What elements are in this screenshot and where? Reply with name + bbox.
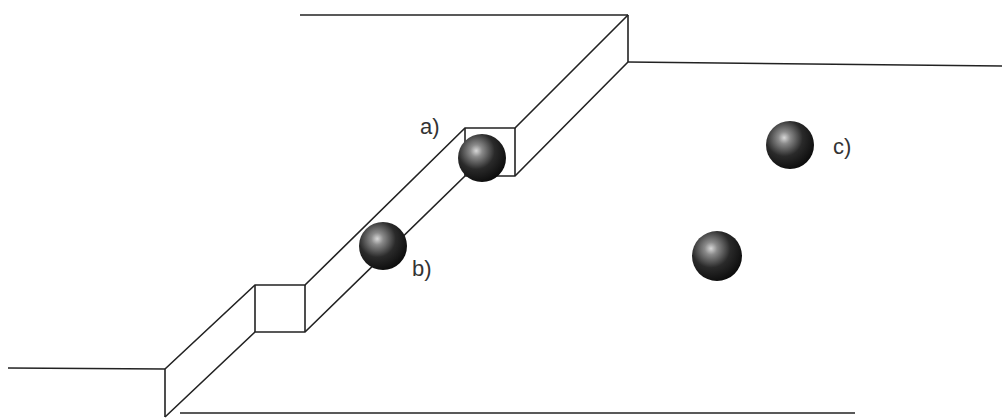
callout-label: b) bbox=[412, 258, 432, 280]
terrace-edge bbox=[8, 368, 165, 369]
step-edge bbox=[627, 15, 629, 62]
step-edge bbox=[164, 369, 166, 417]
step-edge bbox=[165, 15, 628, 369]
atom-terrace bbox=[692, 231, 742, 281]
kink-edge bbox=[304, 285, 306, 332]
step-edge bbox=[165, 62, 628, 417]
callout-label: c) bbox=[833, 136, 851, 158]
terrace-edge bbox=[180, 412, 855, 414]
atom-kink bbox=[458, 134, 506, 182]
atom-terrace bbox=[766, 121, 814, 169]
terrace-edge bbox=[300, 14, 628, 16]
kink-edge bbox=[254, 285, 256, 332]
terrace-edge bbox=[628, 62, 1002, 66]
atom-step bbox=[359, 222, 407, 270]
callout-label: a) bbox=[420, 116, 440, 138]
kink-edge bbox=[514, 128, 516, 176]
